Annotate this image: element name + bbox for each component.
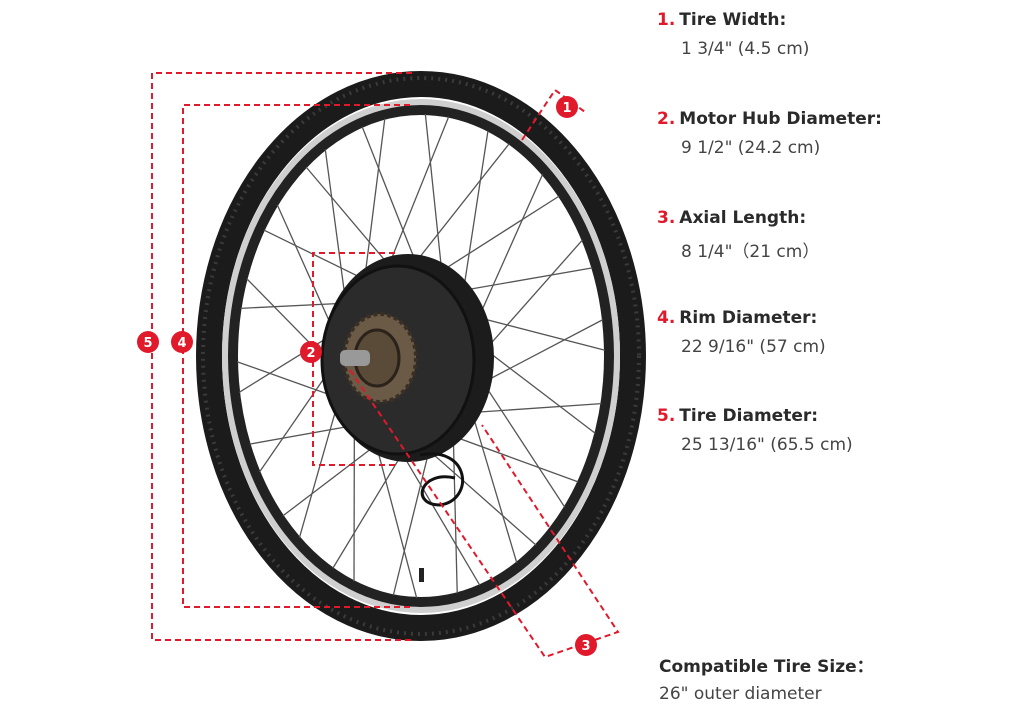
spoke bbox=[452, 267, 593, 293]
spec-label: Axial Length: bbox=[679, 208, 807, 228]
spec-label: Tire Diameter: bbox=[679, 406, 819, 426]
spec-label: Rim Diameter: bbox=[679, 308, 818, 328]
spoke bbox=[467, 400, 518, 563]
spoke bbox=[324, 149, 349, 316]
spoke bbox=[305, 166, 397, 274]
badge-4: 4 bbox=[171, 331, 193, 353]
spoke bbox=[477, 239, 583, 359]
badge-5: 5 bbox=[137, 331, 159, 353]
spoke bbox=[452, 423, 458, 594]
valve-stem bbox=[419, 568, 424, 582]
motor-cable bbox=[419, 452, 465, 507]
compatible-tire-size: Compatible Tire Size： 26" outer diameter bbox=[659, 652, 874, 704]
spoke bbox=[461, 402, 602, 414]
spoke bbox=[419, 442, 537, 546]
spoke bbox=[473, 319, 604, 388]
badge-1: 1 bbox=[556, 96, 578, 118]
spec-number: 5. bbox=[657, 406, 676, 426]
spec-value: 1 3/4" (4.5 cm) bbox=[681, 39, 810, 59]
rim bbox=[228, 105, 614, 607]
spec-value: 9 1/2" (24.2 cm) bbox=[681, 138, 821, 158]
hub-diameter-line bbox=[312, 252, 395, 466]
spoke bbox=[361, 126, 421, 274]
svg-text:2: 2 bbox=[306, 346, 315, 361]
spec-tire-width: 1.Tire Width: 1 3/4" (4.5 cm) bbox=[657, 10, 809, 59]
spec-label: Motor Hub Diameter: bbox=[679, 109, 882, 129]
spoke bbox=[431, 195, 560, 278]
spoke bbox=[473, 174, 544, 329]
spoke bbox=[282, 438, 385, 517]
spec-value: 25 13/16" (65.5 cm) bbox=[681, 435, 853, 455]
spoke bbox=[332, 443, 409, 569]
spoke bbox=[442, 431, 579, 483]
axle bbox=[340, 350, 370, 366]
spoke bbox=[468, 314, 606, 351]
spoke bbox=[460, 130, 489, 303]
spoke bbox=[392, 438, 433, 596]
rim-diameter-line bbox=[182, 104, 410, 608]
spec-value: 22 9/16" (57 cm) bbox=[681, 337, 826, 357]
spoke bbox=[476, 372, 566, 508]
spoke bbox=[476, 342, 596, 434]
spoke bbox=[407, 143, 510, 273]
tire-diameter-line bbox=[151, 72, 412, 641]
svg-text:1: 1 bbox=[562, 101, 571, 116]
badges: 1 2 3 4 5 bbox=[137, 96, 597, 656]
spec-value: 8 1/4"（21 cm） bbox=[681, 242, 820, 262]
tire bbox=[196, 71, 646, 641]
badge-2: 2 bbox=[300, 341, 322, 363]
badge-3: 3 bbox=[575, 634, 597, 656]
spec-label: Tire Width: bbox=[679, 10, 787, 30]
spec-tire-diameter: 5.Tire Diameter: 25 13/16" (65.5 cm) bbox=[657, 406, 853, 455]
svg-text:5: 5 bbox=[143, 336, 152, 351]
spec-rim-diameter: 4.Rim Diameter: 22 9/16" (57 cm) bbox=[657, 308, 826, 357]
spec-motor-hub-diameter: 2.Motor Hub Diameter: 9 1/2" (24.2 cm) bbox=[657, 109, 882, 158]
rim-silver bbox=[222, 99, 620, 613]
svg-text:4: 4 bbox=[177, 336, 186, 351]
svg-text:3: 3 bbox=[581, 639, 590, 654]
spoke bbox=[395, 442, 481, 586]
spec-number: 2. bbox=[657, 109, 676, 129]
spec-number: 3. bbox=[657, 208, 676, 228]
spoke bbox=[424, 114, 444, 284]
spoke bbox=[383, 116, 450, 278]
spoke bbox=[372, 432, 418, 599]
compatible-value: 26" outer diameter bbox=[659, 684, 822, 704]
tire-tread bbox=[201, 76, 641, 636]
spoke bbox=[263, 229, 374, 285]
spoke bbox=[362, 118, 386, 293]
compatible-label: Compatible Tire Size： bbox=[659, 657, 874, 677]
spec-number: 4. bbox=[657, 308, 676, 328]
spec-axial-length: 3.Axial Length: 8 1/4"（21 cm） bbox=[657, 208, 819, 262]
spec-number: 1. bbox=[657, 10, 676, 30]
